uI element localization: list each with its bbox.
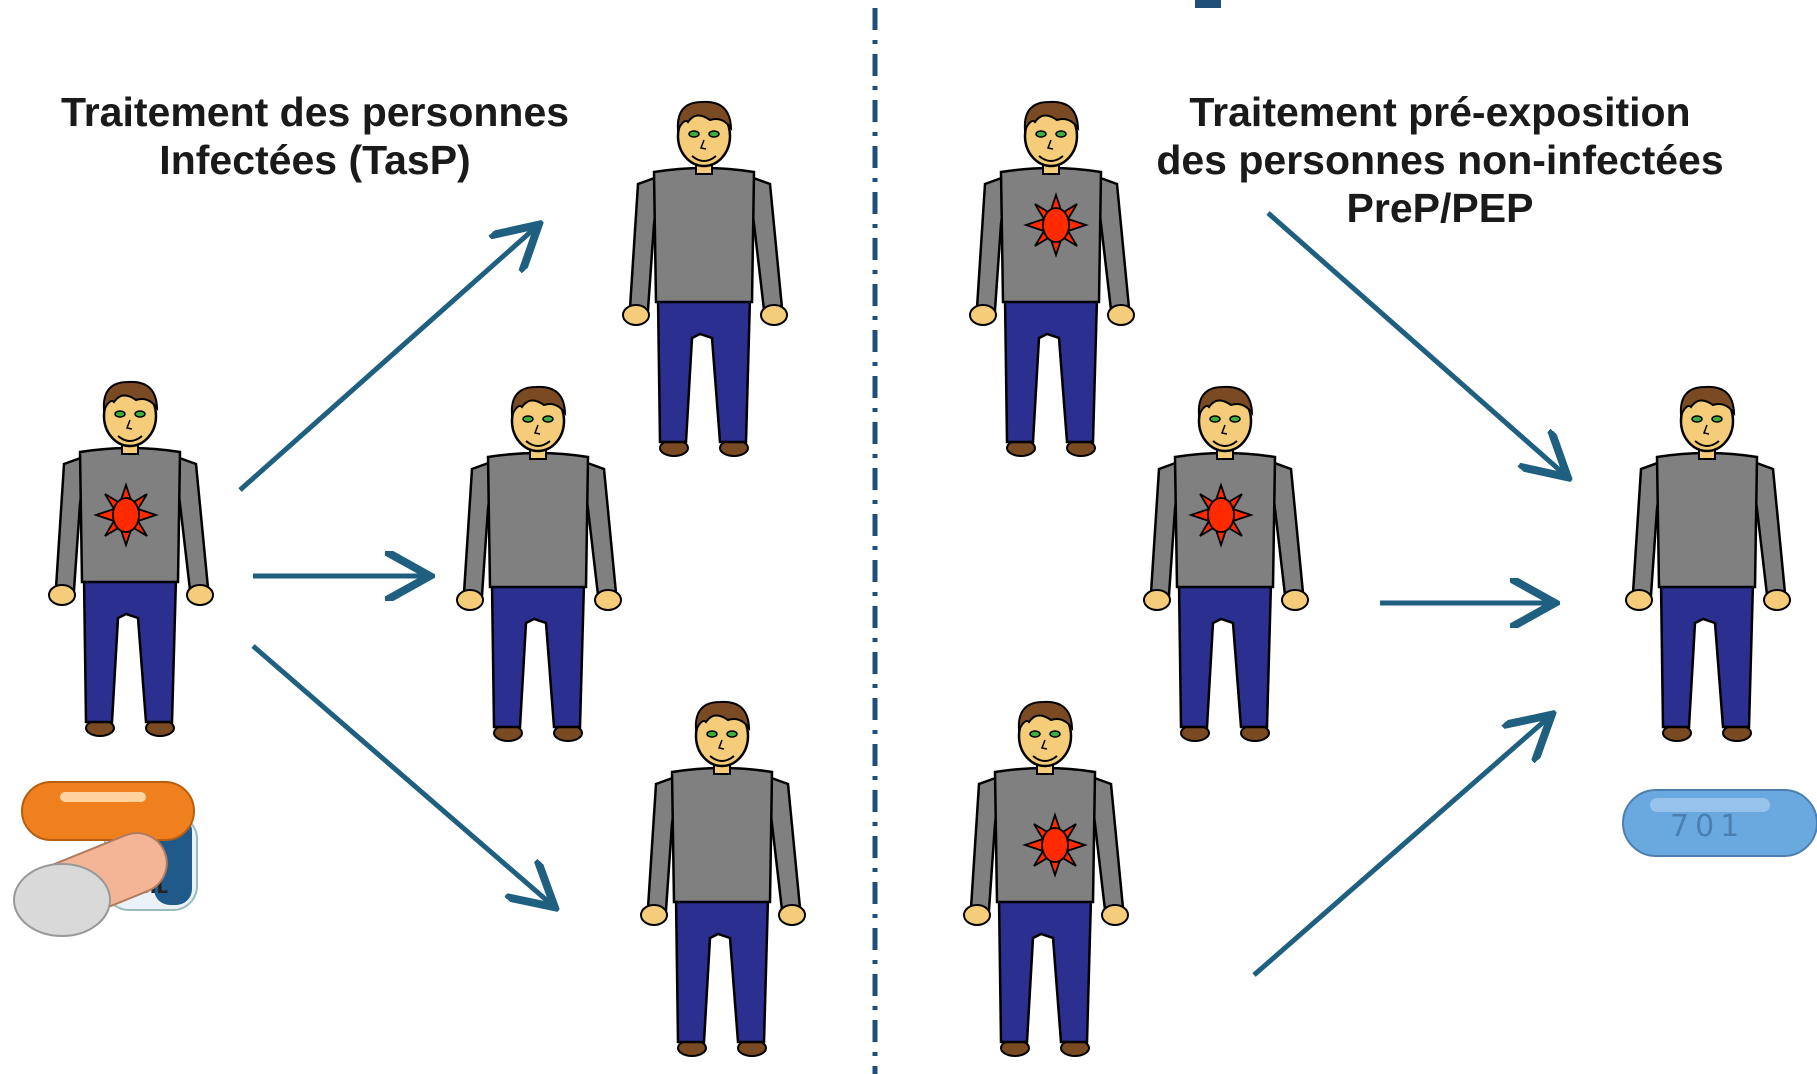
virus-icon [95, 484, 157, 546]
left-title-line-2: Infectées (TasP) [159, 137, 471, 183]
virus-icon [1190, 484, 1252, 546]
person-infected-bottom [962, 700, 1130, 1058]
person-infected-top [968, 100, 1136, 458]
prep-pill-icon: 701 [1622, 789, 1817, 857]
person-protected [1624, 385, 1792, 743]
person-infected-source [47, 380, 215, 738]
arrow-from-top [1266, 211, 1564, 474]
arrow-to-bottom [251, 644, 551, 904]
virus-icon [1025, 194, 1087, 256]
header-fragment [1195, 0, 1221, 8]
person-top [621, 100, 789, 458]
arrow-to-top [238, 228, 535, 492]
person-middle [455, 385, 623, 743]
person-bottom [639, 700, 807, 1058]
pill-imprint-701: 701 [1670, 809, 1745, 844]
person-infected-middle [1142, 385, 1310, 743]
right-panel-title: Traitement pré-exposition des personnes … [1130, 88, 1750, 232]
antiretroviral-pills-icon: 200 GIL 500 [13, 781, 198, 937]
right-title-line-2: des personnes non-infectées [1156, 137, 1724, 183]
right-title-line-1: Traitement pré-exposition [1189, 89, 1691, 135]
left-title-line-1: Traitement des personnes [60, 89, 570, 135]
arrow-from-bottom [1252, 718, 1548, 977]
right-title-line-3: PreP/PEP [1346, 185, 1534, 231]
virus-icon [1024, 814, 1086, 876]
left-panel-title: Traitement des personnes Infectées (TasP… [20, 88, 610, 184]
